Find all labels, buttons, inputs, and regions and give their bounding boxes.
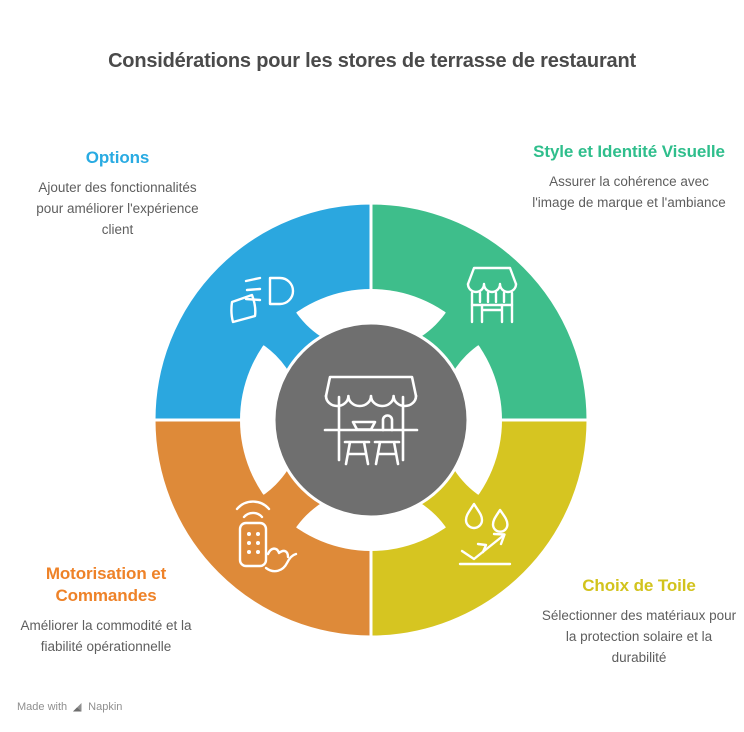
segment-description: Sélectionner des matériaux pour la prote… bbox=[541, 608, 737, 665]
segment-description: Assurer la cohérence avec l'image de mar… bbox=[532, 174, 726, 211]
storefront-icon bbox=[466, 266, 518, 324]
made-with-text: Made with bbox=[17, 701, 68, 713]
segment-label-motorisation: Motorisation et Commandes Améliorer la c… bbox=[12, 563, 200, 658]
remote-control-icon bbox=[235, 500, 298, 573]
terrace-stall-icon bbox=[323, 375, 419, 466]
hub-circle bbox=[272, 321, 470, 519]
segment-label-style: Style et Identité Visuelle Assurer la co… bbox=[528, 141, 730, 214]
segment-description: Améliorer la commodité et la fiabilité o… bbox=[20, 618, 192, 655]
segment-title: Style et Identité Visuelle bbox=[533, 142, 725, 161]
segment-label-choix: Choix de Toile Sélectionner des matériau… bbox=[540, 575, 738, 669]
made-with-napkin: Made with Napkin bbox=[17, 701, 122, 713]
napkin-brand-text: Napkin bbox=[88, 701, 123, 713]
segment-description: Ajouter des fonctionnalités pour amélior… bbox=[36, 180, 199, 237]
flood-light-icon bbox=[230, 276, 295, 324]
segment-title: Options bbox=[85, 148, 150, 167]
segment-label-options: Options Ajouter des fonctionnalités pour… bbox=[25, 147, 210, 241]
segment-title: Motorisation et Commandes bbox=[45, 564, 167, 606]
napkin-logo-icon bbox=[73, 702, 82, 711]
segment-title: Choix de Toile bbox=[582, 576, 696, 595]
page-title: Considérations pour les stores de terras… bbox=[108, 50, 636, 72]
water-repellent-icon bbox=[458, 502, 512, 566]
